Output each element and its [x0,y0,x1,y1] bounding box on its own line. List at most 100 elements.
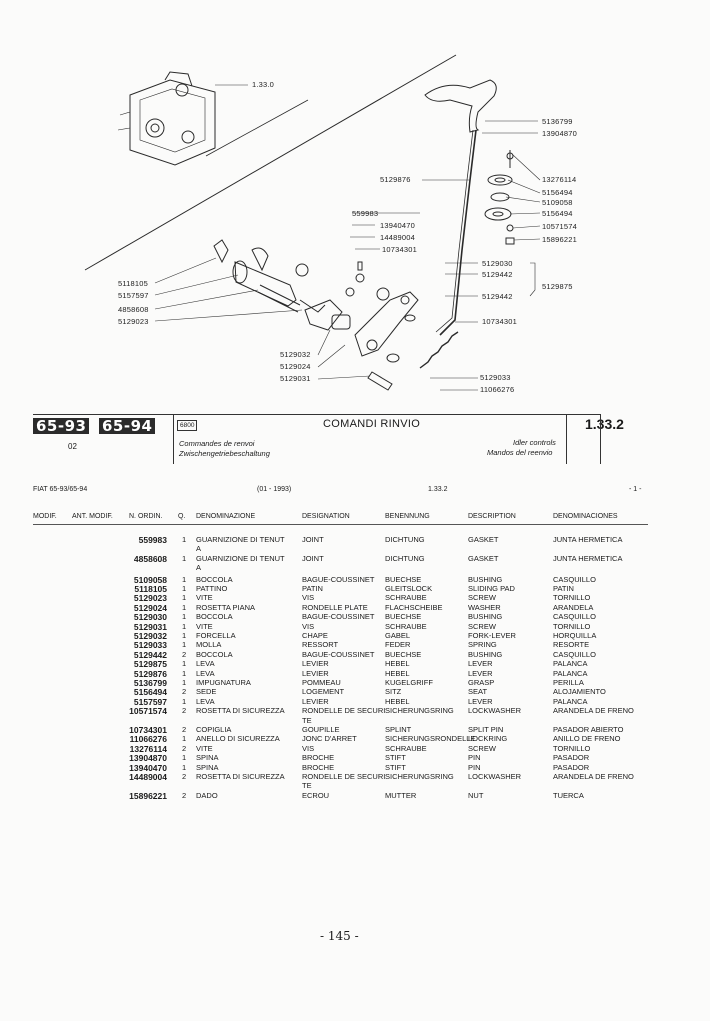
description-es: TORNILLO [553,743,591,753]
quantity: 1 [182,696,187,706]
quantity: 1 [182,612,187,622]
description-fr: CHAPE [302,631,328,640]
description-es: PASADOR ABIERTO [553,725,624,734]
description-en: SCREW [468,743,496,753]
part-number: 11066276 [129,734,167,745]
description-en: SCREW [468,621,496,631]
description-fr: BROCHE [302,753,335,763]
col-header-benennung: BENENNUNG [385,513,430,520]
description-fr: BAGUE-COUSSINET [302,649,375,659]
description-de: KUGELGRIFF [385,678,433,687]
description-es: ARANDELA DE FRENO [553,772,634,781]
description-fr: RONDELLE PLATE [302,602,368,612]
col-header-denominaciones: DENOMINACIONES [553,513,618,520]
description-es: TORNILLO [553,621,591,631]
title-italian: COMANDI RINVIO [323,418,421,430]
title-english: Idler controls [513,438,556,447]
description-de: SICHERUNGSRING [385,706,454,716]
description-de: DICHTUNG [385,553,425,563]
lever-small-parts-drawing [484,150,515,245]
description-en: PIN [468,753,481,763]
description-de: STIFT [385,762,406,772]
description-de: BUECHSE [385,574,422,584]
callout-label: 4858608 [118,305,149,314]
description-it: VITE [196,593,213,603]
part-number: 10734301 [129,725,167,735]
description-it: SPINA [196,753,219,763]
description-it: DADO [196,790,218,800]
description-en: SCREW [468,593,496,603]
col-header-q: Q. [178,513,186,520]
description-it: PATTINO [196,584,228,593]
description-fr: RESSORT [302,640,339,650]
description-en: BUSHING [468,612,503,622]
description-en: GASKET [468,535,499,544]
quantity: 1 [182,593,187,603]
page-number: - 145 - [320,929,359,943]
description-fr-cont: TE [302,781,312,791]
part-number: 5157597 [133,696,167,707]
gear-lever-drawing [424,79,497,336]
description-de: SITZ [385,687,402,697]
description-es: RESORTE [553,640,590,650]
description-it: COPIGLIA [196,725,232,734]
description-de: SICHERUNGSRONDELLE [385,734,476,744]
description-en: GRASP [468,678,495,687]
description-it: BOCCOLA [196,612,233,622]
part-number: 5129023 [133,593,167,604]
description-fr: JOINT [302,535,324,544]
part-number: 5136799 [133,678,167,688]
description-es: ARANDELA [553,602,594,612]
callout-label: 5156494 [542,209,573,218]
description-it: MOLLA [196,640,222,650]
description-fr: LOGEMENT [302,687,345,697]
description-de: BUECHSE [385,649,422,659]
description-fr: RONDELLE DE SECURI [302,706,386,716]
banner-divider [173,414,174,464]
description-en: BUSHING [468,574,503,584]
callout-label: 13904870 [542,129,577,138]
description-es: PASADOR [553,762,590,772]
description-de: GLEITSLOCK [385,584,433,593]
callout-label: 13276114 [542,175,577,184]
quantity: 2 [182,743,187,753]
description-fr-cont: TE [302,715,312,725]
description-fr: JONC D'ARRET [302,734,357,744]
meta-period: (01 - 1993) [257,486,292,493]
description-it: ROSETTA DI SICUREZZA [196,772,285,781]
description-es: CASQUILLO [553,574,596,584]
callout-label: 5136799 [542,117,573,126]
callout-label: 1.33.0 [252,80,275,89]
callout-label: 5129032 [280,350,311,359]
description-it: ROSETTA DI SICUREZZA [196,706,285,716]
description-es: TUERCA [553,790,584,800]
meta-sheet: - 1 - [629,486,642,493]
description-en: PIN [468,762,481,772]
col-header-denominazione: DENOMINAZIONE [196,513,256,520]
description-fr: JOINT [302,553,324,563]
description-es: ANILLO DE FRENO [553,734,621,744]
description-fr: ECROU [302,790,330,800]
part-number: 13276114 [129,743,167,754]
description-it: BOCCOLA [196,649,233,659]
description-it: VITE [196,743,213,753]
gearbox-housing-drawing [117,71,216,166]
description-en: LEVER [468,659,493,669]
quantity: 1 [182,640,187,650]
description-es: CASQUILLO [553,649,596,659]
part-number: 5156494 [133,687,167,698]
callout-label: 5109058 [542,198,573,207]
callout-label: 5156494 [542,188,573,197]
quantity: 1 [182,602,187,612]
linkage-drawing [304,261,459,391]
description-en: LEVER [468,696,493,706]
callout-label: 13940470 [380,221,415,230]
quantity: 1 [182,659,187,669]
description-es: PATIN [553,584,574,593]
description-de: SCHRAUBE [385,743,427,753]
description-fr: RONDELLE DE SECURI [302,772,386,781]
group-number: 1.33.2 [585,416,624,432]
description-en: SPRING [468,640,497,650]
description-es: PALANCA [553,659,588,669]
callout-label: 5157597 [118,291,149,300]
